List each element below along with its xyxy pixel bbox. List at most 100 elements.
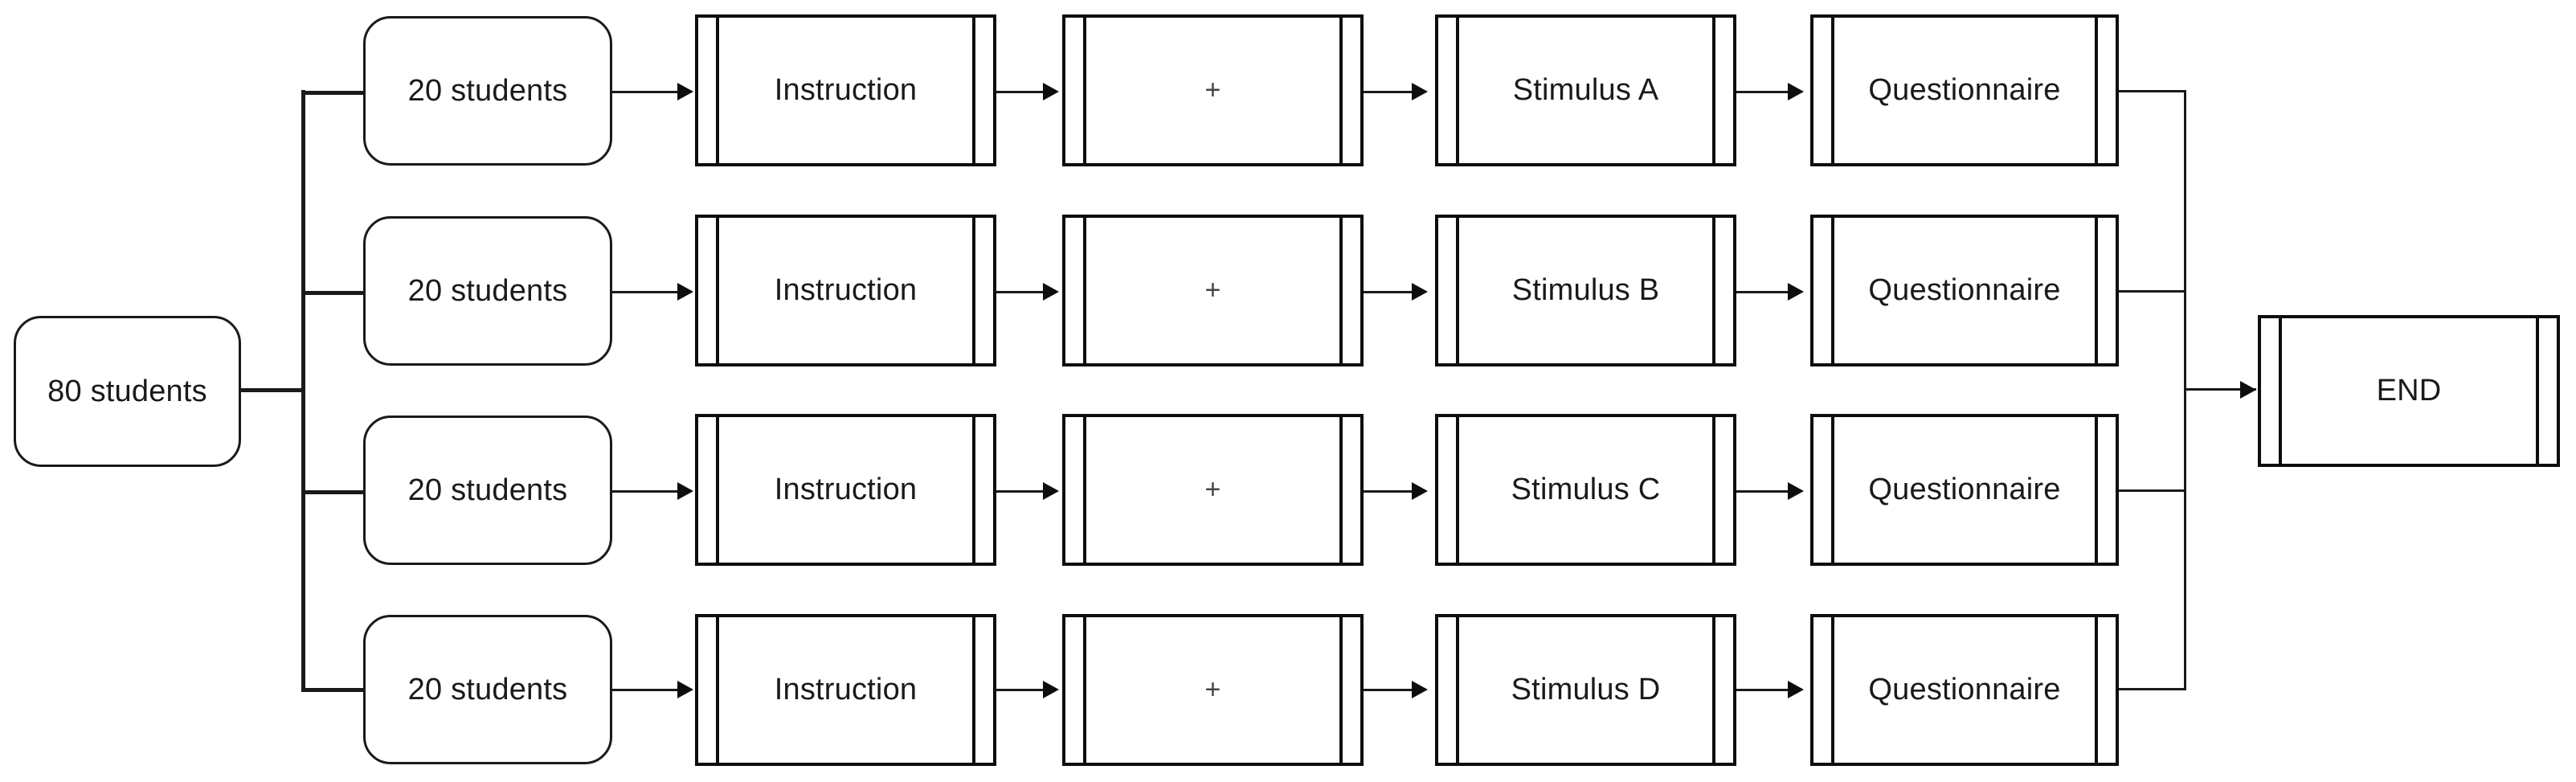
connector-r2-group-to-instruction: [612, 291, 681, 293]
arrowhead-r4-b: [1043, 681, 1059, 698]
connector-merge-branch-1: [2119, 90, 2186, 92]
node-stimulus-1[interactable]: Stimulus A: [1435, 14, 1736, 166]
connector-split-branch-3: [301, 490, 366, 494]
connector-r2-stimulus-to-questionnaire: [1736, 291, 1791, 293]
predefined-process-right-bar: [1712, 18, 1715, 163]
arrowhead-r3-a: [677, 482, 693, 500]
predefined-process-left-bar: [2279, 318, 2282, 464]
node-fixation-2-label: +: [1204, 275, 1221, 305]
node-stimulus-3-label: Stimulus C: [1511, 473, 1661, 506]
arrowhead-r4-a: [677, 681, 693, 698]
node-stimulus-4-label: Stimulus D: [1511, 673, 1661, 706]
node-stimulus-3[interactable]: Stimulus C: [1435, 414, 1736, 566]
arrowhead-r1-a: [677, 83, 693, 100]
predefined-process-right-bar: [1339, 218, 1343, 363]
connector-r3-fixation-to-stimulus: [1364, 490, 1415, 493]
connector-r3-stimulus-to-questionnaire: [1736, 490, 1791, 493]
predefined-process-left-bar: [716, 417, 719, 563]
node-questionnaire-1-label: Questionnaire: [1868, 73, 2061, 107]
predefined-process-right-bar: [1339, 18, 1343, 163]
node-questionnaire-3[interactable]: Questionnaire: [1810, 414, 2119, 566]
node-end[interactable]: END: [2258, 315, 2560, 467]
predefined-process-right-bar: [972, 18, 975, 163]
connector-merge-branch-4: [2119, 688, 2186, 690]
node-questionnaire-1[interactable]: Questionnaire: [1810, 14, 2119, 166]
node-instruction-1[interactable]: Instruction: [695, 14, 996, 166]
arrowhead-r2-d: [1788, 283, 1804, 301]
node-group-2-label: 20 students: [407, 273, 568, 308]
connector-source-trunk: [241, 388, 304, 392]
node-fixation-3-label: +: [1204, 474, 1221, 505]
connector-r4-group-to-instruction: [612, 689, 681, 691]
node-stimulus-2-label: Stimulus B: [1511, 273, 1660, 307]
node-source-80-students[interactable]: 80 students: [14, 316, 241, 467]
node-group-3-label: 20 students: [407, 473, 568, 507]
node-fixation-4[interactable]: +: [1062, 614, 1364, 766]
connector-split-branch-1: [301, 91, 366, 95]
connector-split-branch-4: [301, 688, 366, 692]
node-group-1-label: 20 students: [407, 73, 568, 108]
node-end-label: END: [2376, 374, 2442, 407]
predefined-process-left-bar: [716, 617, 719, 763]
node-fixation-3[interactable]: +: [1062, 414, 1364, 566]
arrowhead-r1-b: [1043, 83, 1059, 100]
node-group-2[interactable]: 20 students: [363, 216, 612, 366]
arrowhead-r3-d: [1788, 482, 1804, 500]
node-stimulus-2[interactable]: Stimulus B: [1435, 215, 1736, 366]
node-group-1[interactable]: 20 students: [363, 16, 612, 166]
connector-r1-instruction-to-fixation: [996, 91, 1046, 93]
connector-split-branch-2: [301, 291, 366, 295]
predefined-process-left-bar: [1083, 617, 1086, 763]
connector-r1-stimulus-to-questionnaire: [1736, 91, 1791, 93]
predefined-process-left-bar: [1456, 617, 1459, 763]
connector-split-spine: [301, 90, 305, 690]
arrowhead-r2-a: [677, 283, 693, 301]
predefined-process-left-bar: [1831, 417, 1834, 563]
predefined-process-left-bar: [1831, 218, 1834, 363]
arrowhead-r1-c: [1412, 83, 1428, 100]
predefined-process-left-bar: [1456, 417, 1459, 563]
node-instruction-2[interactable]: Instruction: [695, 215, 996, 366]
arrowhead-r4-d: [1788, 681, 1804, 698]
connector-r2-instruction-to-fixation: [996, 291, 1046, 293]
node-group-3[interactable]: 20 students: [363, 416, 612, 565]
predefined-process-right-bar: [1712, 417, 1715, 563]
arrowhead-end: [2240, 381, 2256, 399]
predefined-process-right-bar: [2095, 417, 2098, 563]
predefined-process-left-bar: [1831, 617, 1834, 763]
predefined-process-left-bar: [1083, 417, 1086, 563]
node-questionnaire-4[interactable]: Questionnaire: [1810, 614, 2119, 766]
node-fixation-1-label: +: [1204, 75, 1221, 105]
connector-r4-instruction-to-fixation: [996, 689, 1046, 691]
arrowhead-r1-d: [1788, 83, 1804, 100]
connector-r4-fixation-to-stimulus: [1364, 689, 1415, 691]
node-questionnaire-3-label: Questionnaire: [1868, 473, 2061, 506]
predefined-process-right-bar: [2095, 617, 2098, 763]
connector-r2-fixation-to-stimulus: [1364, 291, 1415, 293]
node-group-4[interactable]: 20 students: [363, 615, 612, 764]
arrowhead-r2-b: [1043, 283, 1059, 301]
predefined-process-left-bar: [1456, 218, 1459, 363]
predefined-process-right-bar: [1712, 617, 1715, 763]
node-questionnaire-2-label: Questionnaire: [1868, 273, 2061, 307]
predefined-process-left-bar: [716, 218, 719, 363]
node-stimulus-4[interactable]: Stimulus D: [1435, 614, 1736, 766]
predefined-process-right-bar: [972, 617, 975, 763]
connector-r1-fixation-to-stimulus: [1364, 91, 1415, 93]
node-fixation-2[interactable]: +: [1062, 215, 1364, 366]
node-questionnaire-2[interactable]: Questionnaire: [1810, 215, 2119, 366]
predefined-process-left-bar: [1831, 18, 1834, 163]
node-source-label: 80 students: [47, 374, 207, 408]
node-instruction-3[interactable]: Instruction: [695, 414, 996, 566]
connector-merge-branch-3: [2119, 489, 2186, 492]
predefined-process-right-bar: [1339, 617, 1343, 763]
arrowhead-r4-c: [1412, 681, 1428, 698]
node-questionnaire-4-label: Questionnaire: [1868, 673, 2061, 706]
node-instruction-4[interactable]: Instruction: [695, 614, 996, 766]
predefined-process-right-bar: [2536, 318, 2539, 464]
predefined-process-right-bar: [2095, 18, 2098, 163]
node-fixation-1[interactable]: +: [1062, 14, 1364, 166]
predefined-process-left-bar: [1083, 218, 1086, 363]
node-fixation-4-label: +: [1204, 674, 1221, 705]
